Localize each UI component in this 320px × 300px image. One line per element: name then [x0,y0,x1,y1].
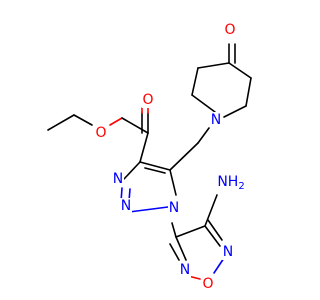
atom-label-bg [120,198,132,214]
bond [121,117,149,134]
bond [197,127,210,144]
bond [123,161,141,180]
atom-label-bg [112,171,124,187]
bond [207,219,223,241]
bond [175,225,206,238]
atom-label-n2-triazole: N [121,198,131,214]
bond [197,62,230,69]
atom-label-bg [202,276,214,292]
bond [175,236,187,261]
bond [223,105,247,118]
bond [204,194,218,227]
atom-label-bg [216,174,246,190]
bond [228,62,252,79]
bond [144,167,166,174]
atom-label-bg [168,200,180,216]
atom-label-o-carbonyl: O [142,92,153,108]
atom-label-nh2: NH2 [217,174,244,192]
bond [191,67,199,96]
atom-label-n-furazan-left: N [180,262,190,278]
atom-label-n-furazan-right: N [223,244,233,260]
atom-label-o-ester: O [95,125,106,141]
bond-layer [47,43,252,280]
atom-label-bg [95,125,107,141]
atom-label-bg [142,92,154,108]
bond [169,169,177,196]
bond [139,161,171,171]
bond [139,132,149,163]
bond [171,222,177,238]
bond [73,114,93,126]
atom-label-bg [224,22,236,38]
atom-label-n1-triazole: N [169,200,179,216]
atom-label-o-furazan: O [202,276,213,292]
bond [245,77,252,107]
atom-label-o-ketone: O [224,22,235,38]
bond [169,243,180,261]
atom-label-n-pip: N [211,112,221,128]
bond [169,142,199,171]
bond [213,257,225,274]
atom-label-bg [210,112,222,128]
atom-label-bg [179,262,191,278]
bond [204,225,221,247]
bond [47,114,75,131]
bond [191,94,216,113]
bond [109,117,123,126]
atom-label-bg [222,244,234,260]
bond [128,206,169,213]
atom-label-n3-triazole: N [113,171,123,187]
